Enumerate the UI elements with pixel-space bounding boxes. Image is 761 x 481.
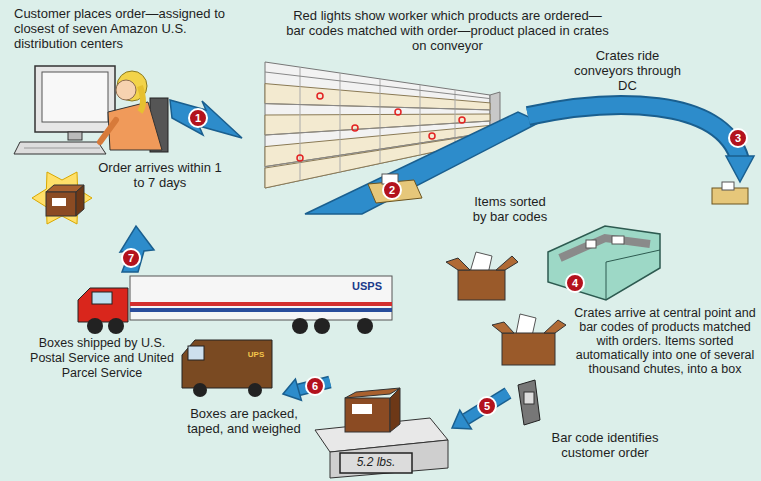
postal-truck	[130, 302, 392, 306]
postal-truck	[314, 318, 330, 334]
customer-figure	[108, 102, 162, 150]
delivered-package	[32, 172, 92, 224]
delivered-package	[76, 185, 84, 216]
sorting-machine	[612, 236, 624, 244]
step-note: Order arrives within 1 to 7 days	[96, 160, 224, 190]
weighing-scale	[340, 453, 412, 473]
customer-figure	[100, 71, 168, 152]
callout-number: 1	[188, 108, 208, 128]
step-note: Boxes are packed, taped, and weighed	[178, 406, 310, 436]
callout-number: 4	[565, 273, 585, 293]
delivered-package	[52, 198, 66, 206]
sorted-boxes	[458, 270, 505, 300]
postal-truck	[130, 308, 392, 312]
postal-truck	[78, 288, 128, 322]
flow-arrow	[120, 226, 154, 272]
sorting-machine	[586, 240, 596, 248]
postal-truck	[87, 318, 103, 334]
product-crate	[368, 180, 422, 203]
warehouse-shelves	[429, 133, 435, 139]
product-crate	[368, 174, 748, 204]
van-logo: UPS	[244, 350, 268, 360]
flow-arrow	[452, 410, 471, 429]
weighing-scale	[345, 398, 390, 432]
callout-number: 7	[121, 248, 141, 268]
weighing-scale	[315, 388, 448, 478]
sorting-machine	[548, 226, 660, 300]
computer-workstation	[24, 148, 100, 149]
callout-number: 6	[305, 376, 325, 396]
warehouse-shelves	[265, 62, 500, 188]
product-crate	[722, 182, 734, 190]
postal-truck	[78, 276, 392, 334]
postal-truck	[292, 318, 308, 334]
warehouse-shelves	[317, 93, 323, 99]
sorting-machine	[606, 250, 660, 300]
delivery-van	[188, 346, 204, 360]
barcode-scanner	[518, 380, 540, 425]
flow-arrow	[466, 393, 508, 419]
sorting-machine	[548, 226, 660, 300]
step-note: Customer places order—assigned to closes…	[14, 6, 244, 51]
customer-figure	[116, 80, 136, 100]
delivery-van	[182, 340, 272, 397]
flow-arrow	[452, 393, 508, 429]
conveyor-belt	[726, 156, 754, 182]
truck-logo: USPS	[345, 279, 389, 294]
postal-truck	[130, 276, 392, 320]
sorted-boxes	[544, 320, 566, 333]
postal-truck	[108, 318, 124, 334]
step-note: Crates arrive at central point and bar c…	[574, 306, 756, 376]
step-note: Boxes shipped by U.S. Postal Service and…	[26, 336, 178, 381]
delivery-van	[182, 340, 272, 388]
sorted-boxes	[492, 322, 514, 333]
warehouse-shelves	[297, 155, 303, 161]
conveyor-belt	[528, 105, 740, 160]
customer-figure	[100, 120, 116, 142]
barcode-scanner	[518, 380, 540, 425]
flow-arrow	[170, 100, 242, 138]
delivered-package	[32, 172, 92, 224]
sorted-boxes	[446, 258, 470, 270]
step-note: Red lights show worker which products ar…	[285, 8, 610, 53]
delivery-van	[193, 383, 207, 397]
conveyor-belt	[528, 105, 740, 160]
computer-workstation	[68, 132, 82, 140]
scale-reading: 5.2 lbs.	[342, 455, 410, 470]
computer-workstation	[14, 142, 106, 154]
weighing-scale	[330, 440, 448, 478]
callout-number: 2	[382, 180, 402, 200]
sorted-boxes	[496, 256, 518, 270]
weighing-scale	[390, 388, 400, 432]
weighing-scale	[352, 404, 372, 414]
callout-number: 3	[728, 128, 748, 148]
computer-workstation	[14, 66, 115, 154]
barcode-scanner	[524, 392, 534, 404]
step-note: Crates ride conveyors through DC	[565, 48, 690, 93]
warehouse-shelves	[265, 62, 490, 188]
step-note: Items sorted by bar codes	[466, 194, 554, 224]
warehouse-shelves	[459, 117, 465, 123]
delivery-van	[248, 383, 262, 397]
flow-arrow	[283, 379, 301, 400]
flow-arrow	[170, 100, 242, 138]
customer-figure	[140, 86, 143, 112]
flow-arrow	[466, 393, 508, 419]
step-note: Bar code identifies customer order	[540, 430, 670, 460]
computer-workstation	[35, 66, 115, 132]
sorted-boxes	[446, 252, 566, 365]
callout-number: 5	[477, 396, 497, 416]
postal-truck	[92, 292, 112, 304]
sorted-boxes	[502, 333, 555, 365]
flow-arrow	[120, 226, 154, 272]
warehouse-shelves	[265, 84, 490, 110]
computer-workstation	[42, 72, 108, 122]
delivered-package	[46, 192, 76, 216]
postal-truck	[357, 318, 373, 334]
warehouse-shelves	[395, 109, 401, 115]
warehouse-shelves	[352, 125, 358, 131]
